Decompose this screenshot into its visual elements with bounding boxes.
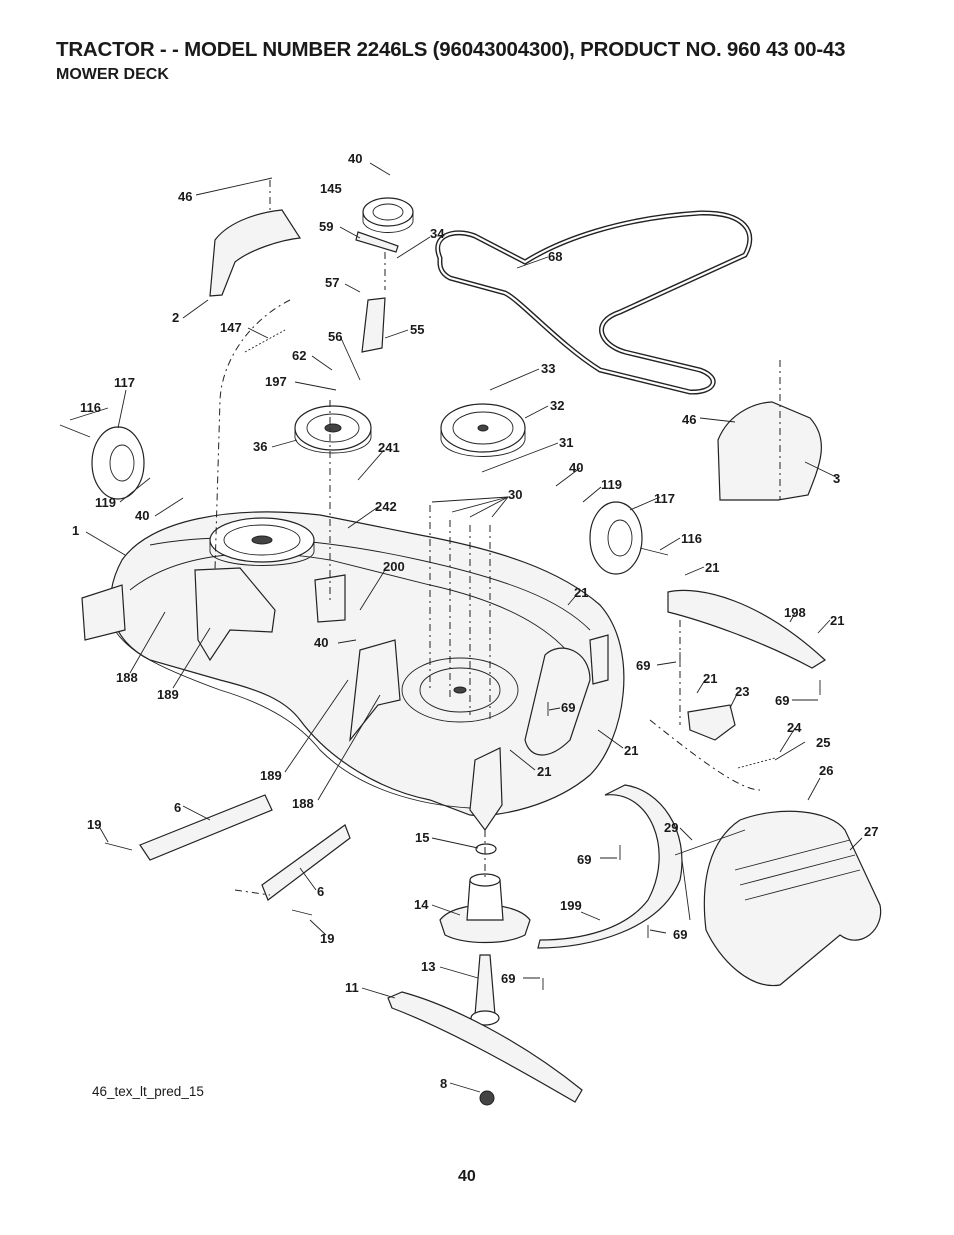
callout-6-b: 6 bbox=[317, 884, 324, 899]
callout-189-b: 189 bbox=[260, 768, 282, 783]
callout-3: 3 bbox=[833, 471, 840, 486]
callout-19: 19 bbox=[87, 817, 101, 832]
callout-69-b: 69 bbox=[775, 693, 789, 708]
callout-24: 24 bbox=[787, 720, 802, 735]
callout-62: 62 bbox=[292, 348, 306, 363]
callout-197: 197 bbox=[265, 374, 287, 389]
callout-2: 2 bbox=[172, 310, 179, 325]
callout-34: 34 bbox=[430, 226, 445, 241]
callout-1: 1 bbox=[72, 523, 79, 538]
callout-21-f: 21 bbox=[624, 743, 638, 758]
callout-68: 68 bbox=[548, 249, 562, 264]
callout-36: 36 bbox=[253, 439, 267, 454]
callout-27: 27 bbox=[864, 824, 878, 839]
callout-145: 145 bbox=[320, 181, 342, 196]
callout-29: 29 bbox=[664, 820, 678, 835]
callout-40-b: 40 bbox=[569, 460, 583, 475]
callout-116: 116 bbox=[80, 400, 101, 415]
callout-69: 69 bbox=[636, 658, 650, 673]
callout-198: 198 bbox=[784, 605, 806, 620]
page-title: TRACTOR - - MODEL NUMBER 2246LS (9604300… bbox=[56, 38, 846, 61]
callout-15: 15 bbox=[415, 830, 429, 845]
callout-188: 188 bbox=[116, 670, 138, 685]
callout-14: 14 bbox=[414, 897, 429, 912]
callout-117: 117 bbox=[114, 375, 135, 390]
callout-40: 40 bbox=[348, 151, 362, 166]
callout-116-b: 116 bbox=[681, 531, 702, 546]
callout-30: 30 bbox=[508, 487, 522, 502]
figure-caption: 46_tex_lt_pred_15 bbox=[92, 1084, 204, 1099]
callout-69-c: 69 bbox=[561, 700, 575, 715]
callout-23: 23 bbox=[735, 684, 749, 699]
callout-21-d: 21 bbox=[703, 671, 717, 686]
callout-25: 25 bbox=[816, 735, 830, 750]
callout-241: 241 bbox=[378, 440, 400, 455]
callout-57: 57 bbox=[325, 275, 339, 290]
callout-6: 6 bbox=[174, 800, 181, 815]
callout-147: 147 bbox=[220, 320, 242, 335]
callout-26: 26 bbox=[819, 763, 833, 778]
callout-32: 32 bbox=[550, 398, 564, 413]
callout-55: 55 bbox=[410, 322, 424, 337]
callout-11: 11 bbox=[345, 980, 359, 995]
callout-69-e: 69 bbox=[673, 927, 687, 942]
callout-21: 21 bbox=[705, 560, 719, 575]
callout-117-b: 117 bbox=[654, 491, 675, 506]
callout-69-f: 69 bbox=[501, 971, 515, 986]
callout-40-c: 40 bbox=[135, 508, 149, 523]
callout-119: 119 bbox=[601, 477, 622, 492]
callout-13: 13 bbox=[421, 959, 435, 974]
callout-69-d: 69 bbox=[577, 852, 591, 867]
callout-189: 189 bbox=[157, 687, 179, 702]
callout-188-b: 188 bbox=[292, 796, 314, 811]
callout-31: 31 bbox=[559, 435, 573, 450]
callout-40-d: 40 bbox=[314, 635, 328, 650]
callout-199: 199 bbox=[560, 898, 582, 913]
callout-21-c: 21 bbox=[830, 613, 844, 628]
callout-200: 200 bbox=[383, 559, 405, 574]
callout-59: 59 bbox=[319, 219, 333, 234]
callout-56: 56 bbox=[328, 329, 342, 344]
page-number: 40 bbox=[458, 1168, 476, 1185]
callout-46-b: 46 bbox=[682, 412, 696, 427]
callout-8: 8 bbox=[440, 1076, 447, 1091]
callout-242: 242 bbox=[375, 499, 397, 514]
callout-21-e: 21 bbox=[537, 764, 551, 779]
callout-21-b: 21 bbox=[574, 585, 588, 600]
callout-19-b: 19 bbox=[320, 931, 334, 946]
callout-46: 46 bbox=[178, 189, 192, 204]
callout-119-b: 119 bbox=[95, 495, 116, 510]
callout-33: 33 bbox=[541, 361, 555, 376]
section-subtitle: MOWER DECK bbox=[56, 66, 169, 83]
